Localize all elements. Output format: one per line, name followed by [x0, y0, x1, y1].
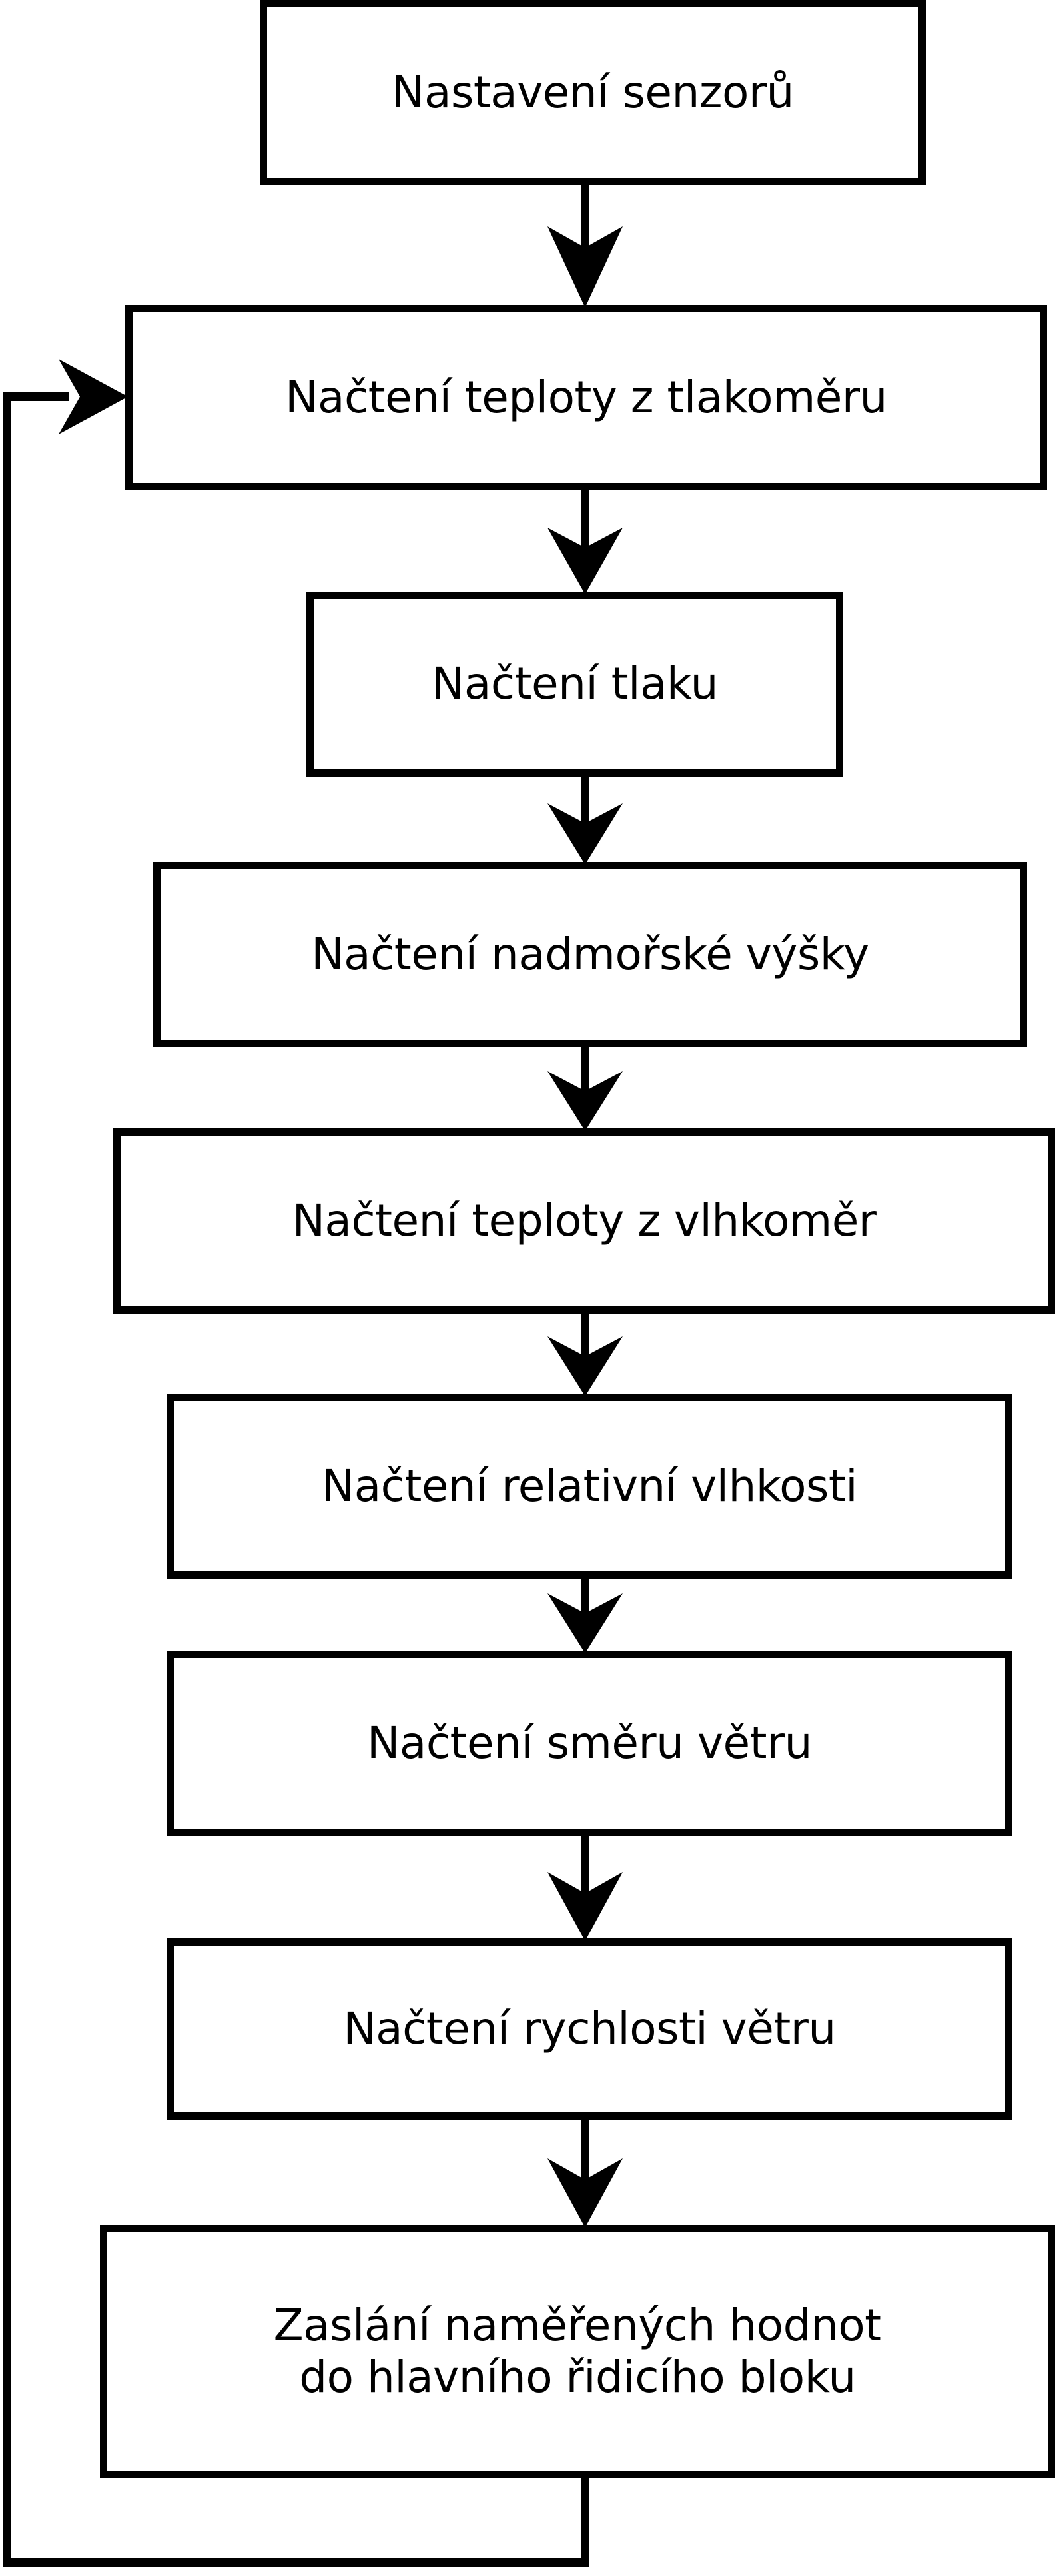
node-label: Načtení teploty z tlakoměru: [285, 371, 887, 423]
node-label: Načtení relativní vlhkosti: [321, 1460, 858, 1511]
edge-node5-to-node6: [547, 1312, 623, 1396]
node-label: Zaslání naměřených hodnot do hlavního ři…: [273, 2300, 882, 2403]
flowchart-node-zaslani-namerenych-hodnot[interactable]: Zaslání naměřených hodnot do hlavního ři…: [100, 2225, 1055, 2478]
node-label: Načtení nadmořské výšky: [311, 928, 869, 980]
flowchart-node-nacteni-teploty-z-tlakomeru[interactable]: Načtení teploty z tlakoměru: [125, 305, 1047, 490]
flowchart-node-nacteni-tlaku[interactable]: Načtení tlaku: [306, 592, 843, 777]
edge-node3-to-node4: [547, 775, 623, 865]
node-label: Načtení rychlosti větru: [343, 2002, 836, 2054]
flowchart-node-nacteni-rychlosti-vetru[interactable]: Načtení rychlosti větru: [167, 1938, 1012, 2120]
edge-node7-to-node8: [547, 1835, 623, 1941]
flowchart-node-nastaveni-senzoru[interactable]: Nastavení senzorů: [260, 0, 926, 185]
flowchart-node-nacteni-smeru-vetru[interactable]: Načtení směru větru: [167, 1651, 1012, 1836]
edge-node4-to-node5: [547, 1046, 623, 1131]
flowchart-node-nacteni-nadmorske-vysky[interactable]: Načtení nadmořské výšky: [153, 862, 1027, 1047]
edge-node2-to-node3: [547, 489, 623, 594]
edge-node6-to-node7: [547, 1577, 623, 1653]
node-label: Načtení teploty z vlhkoměr: [292, 1194, 877, 1246]
flowchart-node-nacteni-teploty-z-vlhkomer[interactable]: Načtení teploty z vlhkoměr: [113, 1128, 1055, 1314]
edge-node1-to-node2: [547, 184, 623, 308]
node-label: Načtení směru větru: [367, 1717, 812, 1769]
flowchart-node-nacteni-relativni-vlhkosti[interactable]: Načtení relativní vlhkosti: [167, 1394, 1012, 1579]
edge-node8-to-node9: [547, 2120, 623, 2228]
node-label: Načtení tlaku: [432, 657, 718, 709]
node-label: Nastavení senzorů: [392, 66, 794, 118]
